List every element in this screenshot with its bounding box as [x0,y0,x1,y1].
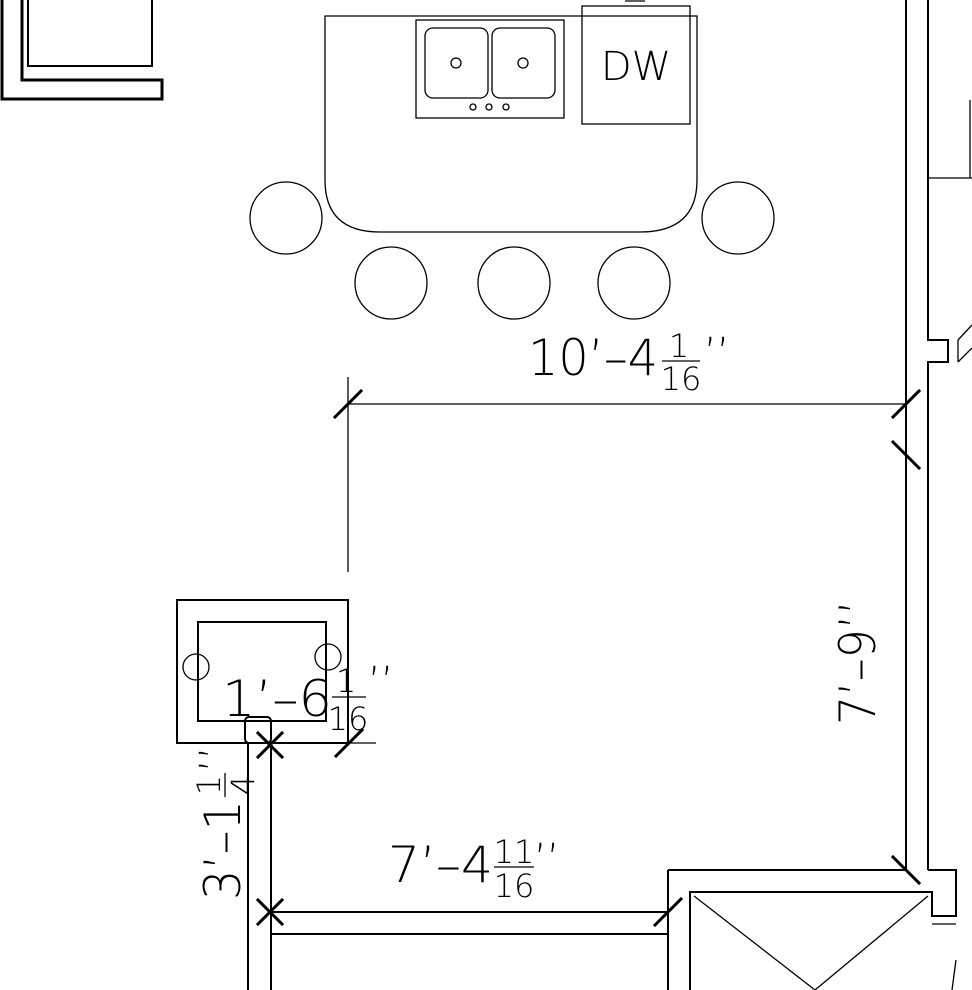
dim-island-to-wall: 10’–4 1 16 ’’ [528,327,729,398]
dim-sink-cabinet: 1’–6 1 16 ’’ [222,659,393,738]
bar-stools [249,181,775,320]
stool [477,246,551,320]
dim-bottom-whole: 7’–4 [388,836,493,894]
dim-sink-num: 1 [336,662,356,700]
dim-left-inch: ’’ [192,747,238,772]
corner-cabinet [0,0,164,101]
dim-left-den: 4 [224,775,262,795]
double-sink [415,19,565,119]
dim-island-num: 1 [669,327,689,365]
door-swing [693,895,957,990]
dim-left-wall: 3’–1 1 4 ’’ [190,747,262,900]
right-wall [905,0,972,870]
stool [701,181,775,255]
stool [354,246,428,320]
stool [249,181,323,255]
dim-right-wall-text: 7’–9’’ [829,600,887,725]
dim-island-inch: ’’ [704,330,729,376]
dim-bottom-num: 11 [494,833,535,871]
dim-island-whole: 10’–4 [528,329,658,387]
kitchen-island [324,15,698,233]
dim-bottom-wall: 7’–4 11 16 ’’ [388,833,559,905]
dim-bottom-inch: ’’ [534,836,559,882]
vanity-cabinet [176,599,349,744]
dim-bottom-den: 16 [494,867,535,905]
dim-sink-whole: 1’–6 [222,670,332,728]
dimension-lines [255,377,922,928]
dim-sink-inch: ’’ [368,659,393,705]
dim-island-den: 16 [661,360,702,398]
dim-right-wall: 7’–9’’ [829,600,887,725]
stool [597,246,671,320]
lower-walls [247,743,957,990]
dishwasher: DW [581,0,691,125]
dishwasher-label: DW [601,44,671,90]
dim-left-whole: 3’–1 [194,800,252,900]
dim-sink-den: 16 [328,700,369,738]
dim-left-num: 1 [190,775,228,795]
